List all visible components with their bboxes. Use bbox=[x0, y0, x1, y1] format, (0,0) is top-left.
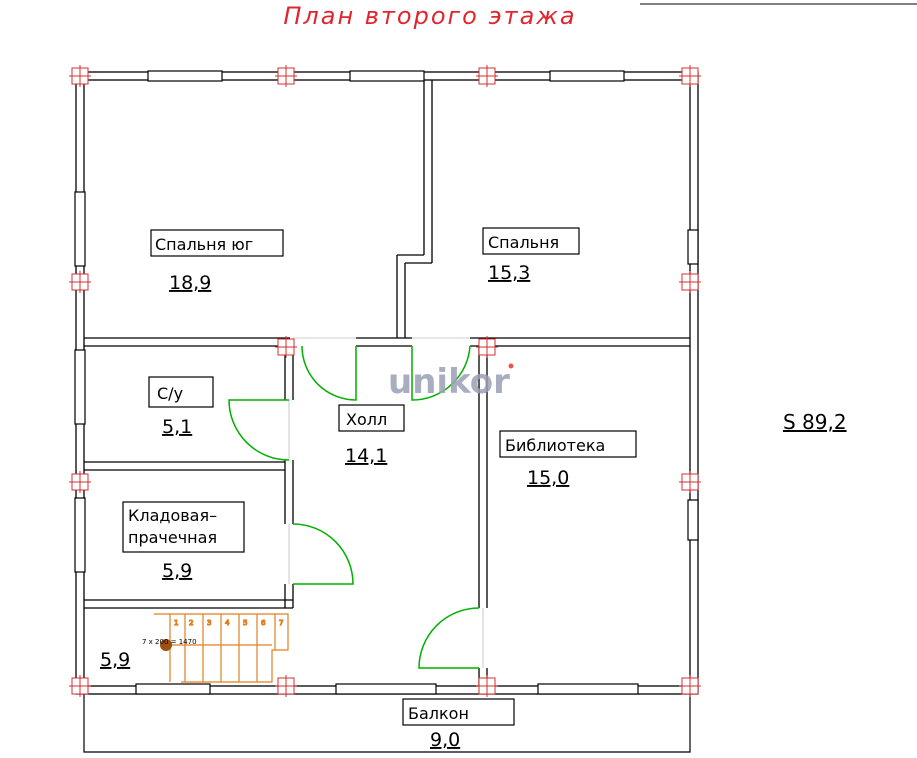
room-name-line2: прачечная bbox=[128, 528, 217, 547]
walls bbox=[75, 71, 699, 695]
room-name: С/у bbox=[157, 384, 183, 403]
stair-step-number: 3 bbox=[207, 619, 211, 627]
column-marker-icon bbox=[275, 65, 297, 87]
stairs-label: 7 x 200 = 1470 bbox=[142, 638, 197, 646]
room-su: С/у 5,1 bbox=[148, 376, 214, 438]
column-marker-icon bbox=[69, 271, 91, 293]
column-marker-icon bbox=[69, 675, 91, 697]
plan-title: План второго этажа bbox=[283, 2, 576, 30]
column-marker-icon bbox=[69, 65, 91, 87]
total-area: S 89,2 bbox=[783, 410, 847, 434]
room-area: 18,9 bbox=[169, 272, 211, 294]
window-icon bbox=[74, 70, 699, 695]
column-marker-icon bbox=[476, 336, 498, 358]
column-marker-icon bbox=[476, 675, 498, 697]
column-marker-icon bbox=[679, 271, 701, 293]
room-area: 14,1 bbox=[345, 445, 387, 467]
room-balkon: Балкон 9,0 bbox=[402, 698, 515, 751]
stair-step-number: 4 bbox=[225, 619, 230, 627]
column-marker-icon bbox=[275, 675, 297, 697]
column-marker-icon bbox=[679, 471, 701, 493]
stair-step-number: 6 bbox=[261, 619, 266, 627]
room-biblioteka: Библиотека 15,0 bbox=[499, 430, 637, 489]
stairs-icon: 1 2 3 4 5 6 7 7 x 200 = 1470 bbox=[142, 613, 289, 683]
column-marker-icon bbox=[679, 65, 701, 87]
room-area: 15,0 bbox=[527, 467, 569, 489]
column-marker-icon bbox=[476, 65, 498, 87]
room-stair-hall: 5,9 bbox=[100, 649, 130, 671]
room-area: 9,0 bbox=[430, 729, 460, 751]
room-spalnya: Спальня 15,3 bbox=[482, 227, 580, 284]
room-spalnya-yug: Спальня юг 18,9 bbox=[150, 229, 284, 294]
column-marker-icon bbox=[69, 471, 91, 493]
room-area: 5,1 bbox=[162, 416, 192, 438]
room-name: Библиотека bbox=[505, 436, 605, 455]
room-name: Балкон bbox=[408, 704, 469, 723]
watermark: unikor bbox=[388, 362, 514, 402]
room-kladovaya: Кладовая– прачечная 5,9 bbox=[122, 501, 245, 582]
stair-step-number: 7 bbox=[279, 619, 283, 627]
room-name-line1: Кладовая– bbox=[128, 506, 217, 525]
stair-step-number: 1 bbox=[174, 619, 178, 627]
room-name: Спальня bbox=[488, 233, 559, 252]
room-area: 5,9 bbox=[162, 560, 192, 582]
column-marker-icon bbox=[275, 336, 297, 358]
stair-step-number: 2 bbox=[189, 619, 193, 627]
room-name: Спальня юг bbox=[155, 235, 253, 254]
room-holl: Холл 14,1 bbox=[338, 404, 405, 467]
columns bbox=[69, 65, 701, 697]
room-name: Холл bbox=[346, 410, 387, 429]
door-swing-icon bbox=[228, 345, 480, 669]
room-area: 15,3 bbox=[488, 262, 530, 284]
balcony-outline bbox=[83, 690, 691, 753]
stair-step-number: 5 bbox=[243, 619, 247, 627]
watermark-text: unikor bbox=[388, 362, 510, 402]
room-area: 5,9 bbox=[100, 649, 130, 671]
column-marker-icon bbox=[679, 675, 701, 697]
